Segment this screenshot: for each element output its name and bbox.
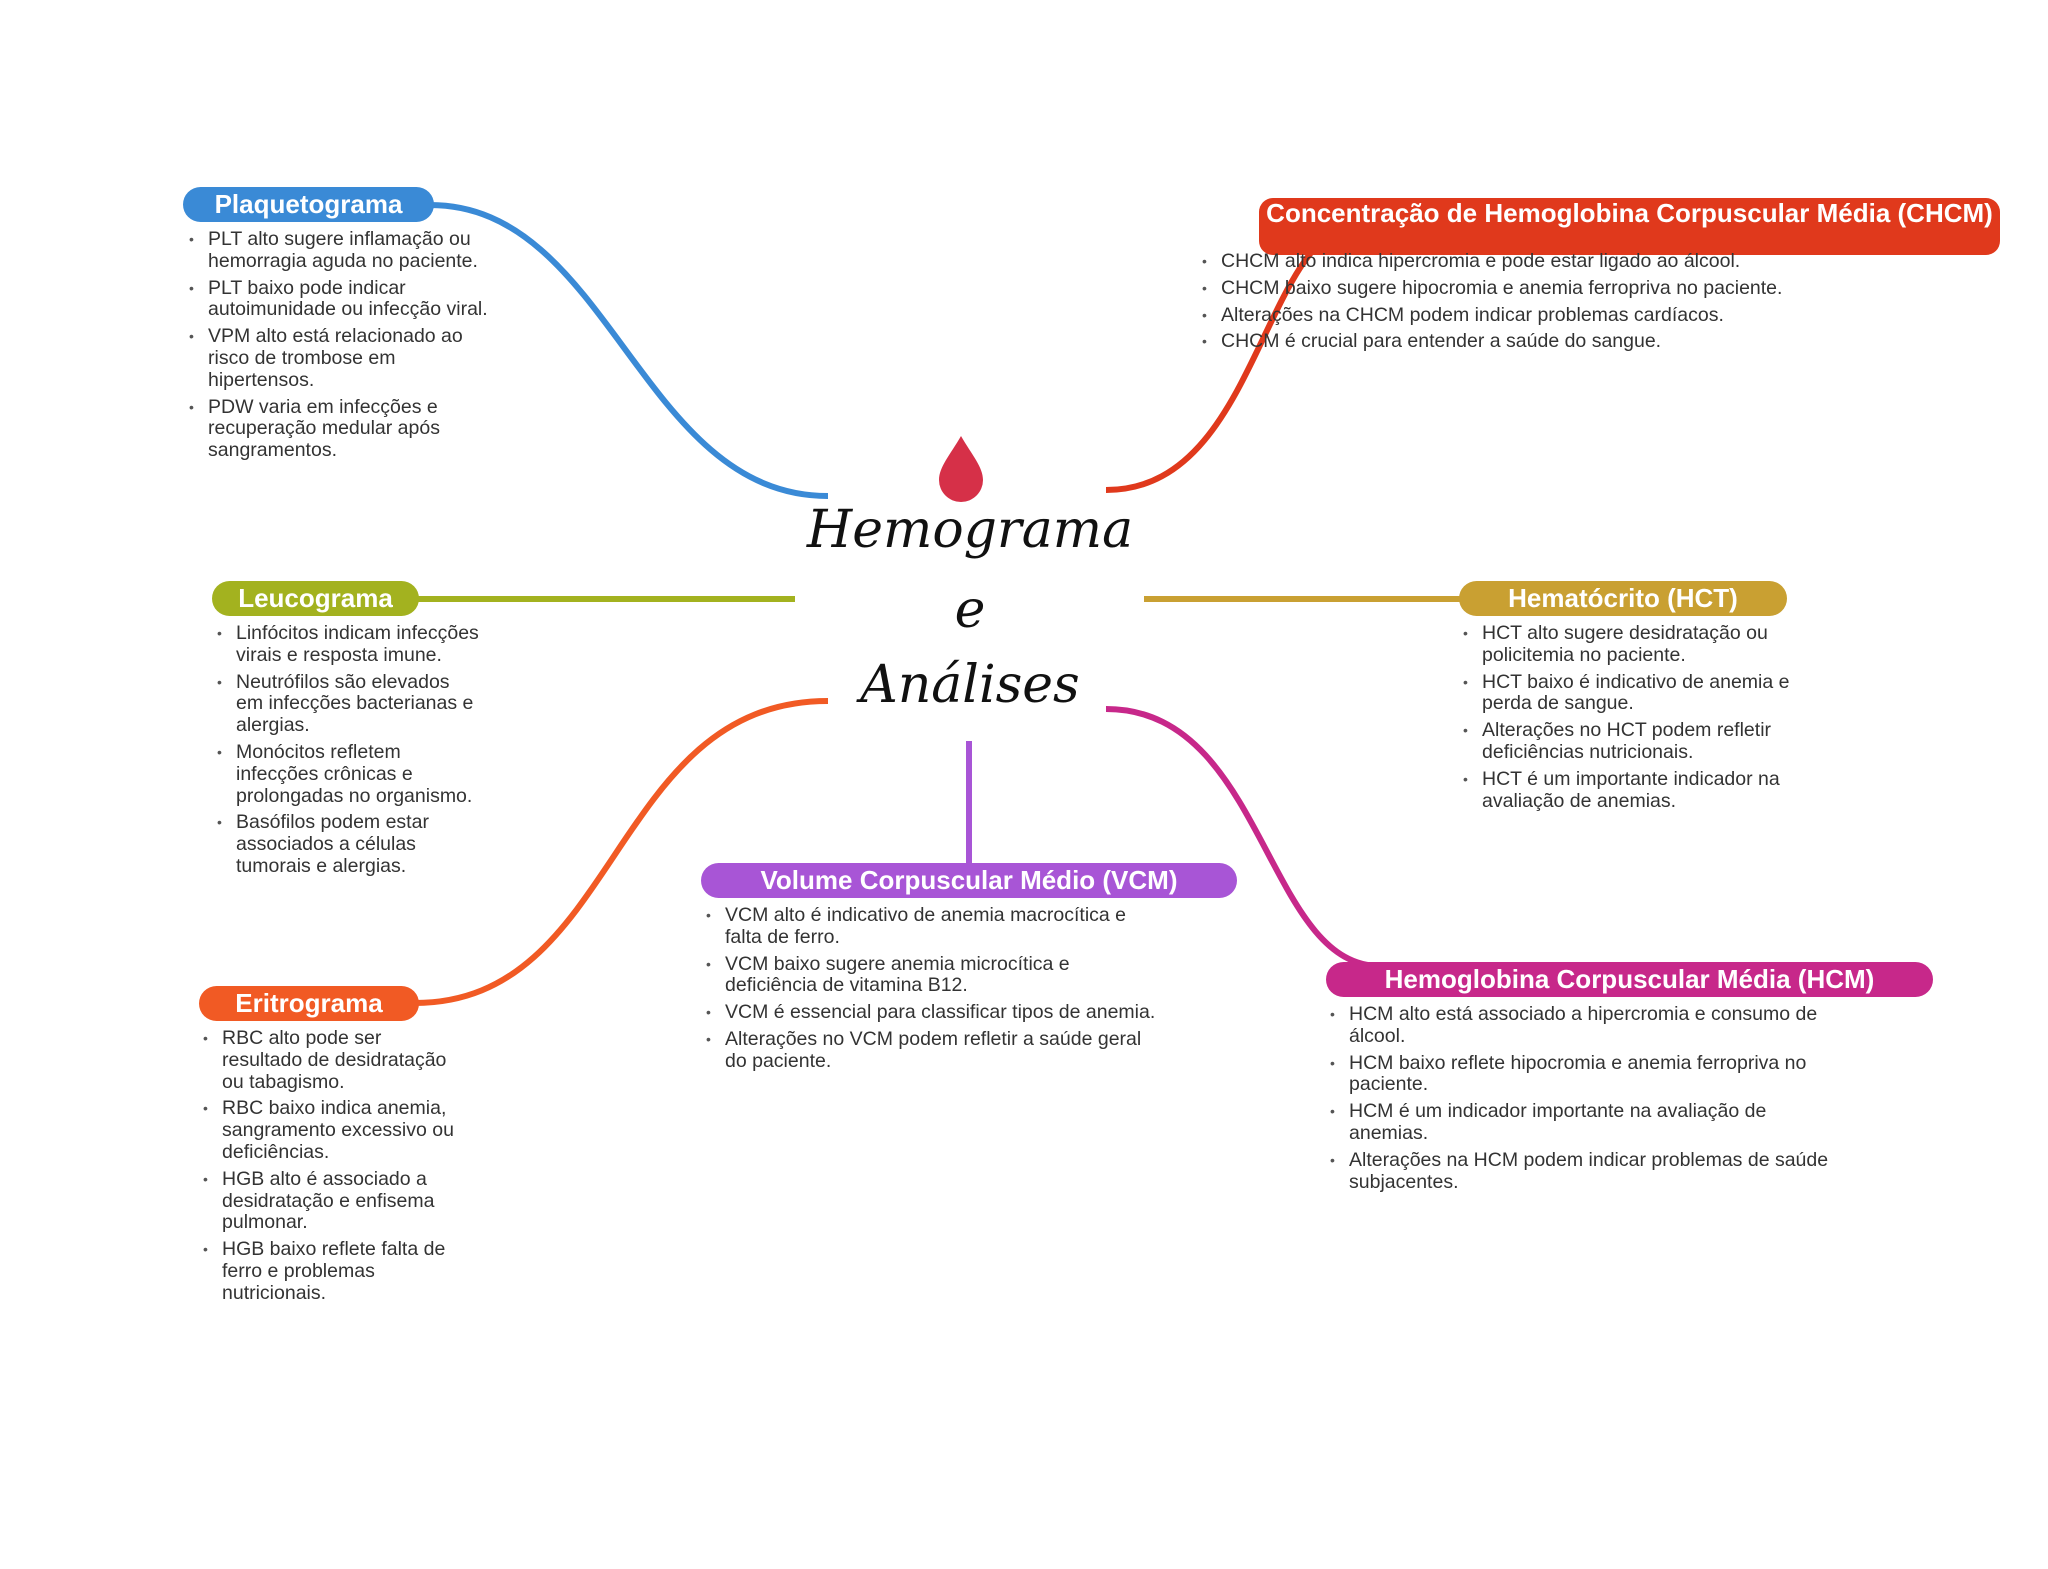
list-item: VCM é essencial para classificar tipos d… <box>706 1001 1165 1024</box>
chcm-list: CHCM alto indica hipercromia e pode esta… <box>1197 250 1861 358</box>
list-item: Alterações no HCT podem refletir deficiê… <box>1463 719 1792 764</box>
blood-drop-icon <box>939 436 983 502</box>
node-eritrograma[interactable]: Eritrograma <box>199 986 419 1021</box>
list-item: HCM é um indicador importante na avaliaç… <box>1330 1100 1849 1145</box>
list-item: CHCM baixo sugere hipocromia e anemia fe… <box>1202 277 1861 300</box>
list-item: HCM baixo reflete hipocromia e anemia fe… <box>1330 1052 1849 1097</box>
node-leucograma[interactable]: Leucograma <box>212 581 419 616</box>
plaquetograma-list: PLT alto sugere inflamação ou hemorragia… <box>184 228 498 467</box>
node-chcm[interactable]: Concentração de Hemoglobina Corpuscular … <box>1259 198 2000 255</box>
list-item: Alterações na CHCM podem indicar problem… <box>1202 304 1861 327</box>
list-item: Alterações na HCM podem indicar problema… <box>1330 1149 1849 1194</box>
list-item: HCT é um importante indicador na avaliaç… <box>1463 768 1792 813</box>
list-item: RBC baixo indica anemia, sangramento exc… <box>203 1097 462 1163</box>
list-item: VPM alto está relacionado ao risco de tr… <box>189 325 498 391</box>
hct-list: HCT alto sugere desidratação ou policite… <box>1458 622 1792 817</box>
list-item: HCT alto sugere desidratação ou policite… <box>1463 622 1792 667</box>
node-hcm[interactable]: Hemoglobina Corpuscular Média (HCM) <box>1326 962 1933 997</box>
node-hct[interactable]: Hematócrito (HCT) <box>1459 581 1787 616</box>
center-title-line2: e <box>954 580 986 640</box>
list-item: PLT alto sugere inflamação ou hemorragia… <box>189 228 498 273</box>
link-eritrograma <box>414 698 829 1006</box>
center-title-line3: Análises <box>860 655 1080 715</box>
list-item: Basófilos podem estar associados a célul… <box>217 811 481 877</box>
list-item: CHCM é crucial para entender a saúde do … <box>1202 331 1861 353</box>
list-item: HCM alto está associado a hipercromia e … <box>1330 1003 1849 1048</box>
list-item: Monócitos refletem infecções crônicas e … <box>217 741 481 807</box>
link-plaquetograma <box>429 202 829 499</box>
node-vcm[interactable]: Volume Corpuscular Médio (VCM) <box>701 863 1237 898</box>
list-item: Alterações no VCM podem refletir a saúde… <box>706 1028 1165 1073</box>
hcm-list: HCM alto está associado a hipercromia e … <box>1325 1003 1849 1198</box>
vcm-list: VCM alto é indicativo de anemia macrocít… <box>701 904 1165 1078</box>
list-item: Neutrófilos são elevados em infecções ba… <box>217 671 481 737</box>
list-item: PDW varia em infecções e recuperação med… <box>189 396 498 462</box>
leucograma-list: Linfócitos indicam infecções virais e re… <box>212 622 481 883</box>
list-item: HCT baixo é indicativo de anemia e perda… <box>1463 671 1792 716</box>
node-plaquetograma[interactable]: Plaquetograma <box>183 187 434 222</box>
list-item: Linfócitos indicam infecções virais e re… <box>217 622 481 667</box>
list-item: HGB baixo reflete falta de ferro e probl… <box>203 1238 462 1304</box>
list-item: CHCM alto indica hipercromia e pode esta… <box>1202 250 1861 273</box>
list-item: VCM alto é indicativo de anemia macrocít… <box>706 904 1165 949</box>
list-item: HGB alto é associado a desidratação e en… <box>203 1168 462 1234</box>
eritrograma-list: RBC alto pode ser resultado de desidrata… <box>198 1027 462 1310</box>
link-hcm <box>1105 706 1381 969</box>
list-item: RBC alto pode ser resultado de desidrata… <box>203 1027 462 1093</box>
list-item: PLT baixo pode indicar autoimunidade ou … <box>189 277 498 322</box>
center-title-line1: Hemograma <box>806 500 1134 560</box>
list-item: VCM baixo sugere anemia microcítica e de… <box>706 953 1165 998</box>
